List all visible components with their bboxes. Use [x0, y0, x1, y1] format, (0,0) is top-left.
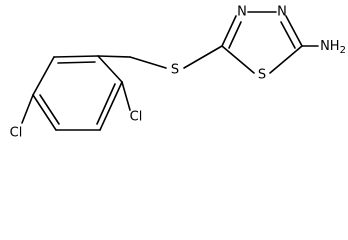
atom-nitrogen-3: N [277, 5, 287, 20]
double-bond-c5-n4 [228, 21, 242, 49]
bond-c1-c2 [97, 55, 123, 83]
double-bond-c4-c5 [39, 94, 60, 125]
atom-ring-sulfur: S [258, 68, 266, 83]
bond-c1-ch2 [97, 55, 131, 58]
double-bond-c6-c1 [96, 83, 116, 125]
atom-amine: NH2 [320, 39, 346, 57]
bond-ch2-s [129, 56, 167, 69]
bond-s1-c5 [221, 45, 255, 74]
atom-chlorine-para: Cl [10, 126, 23, 141]
bond-s-c5ring [183, 45, 223, 69]
bond-c5-n4 [221, 15, 237, 47]
atom-thioether-sulfur: S [171, 63, 179, 78]
chemical-structure: N N S S NH2 Cl Cl [10, 5, 346, 141]
double-bond-n3-c2 [280, 21, 296, 49]
thiadiazole-ring [221, 11, 303, 74]
bond-n3-c2 [285, 15, 303, 47]
bond-c2-c3 [53, 55, 99, 58]
bond-c4-c5 [32, 94, 57, 131]
bond-c2-s1 [269, 45, 303, 74]
bond-c6-c1 [99, 81, 123, 131]
atom-chlorine-ortho: Cl [130, 110, 143, 125]
bond-cl-para [21, 94, 34, 124]
bond-cl-ortho [121, 81, 131, 111]
bond-c3-c4 [32, 56, 55, 96]
atom-nitrogen-4: N [237, 5, 247, 20]
double-bond-c2-c3 [57, 61, 96, 64]
benzene-ring [32, 55, 123, 131]
